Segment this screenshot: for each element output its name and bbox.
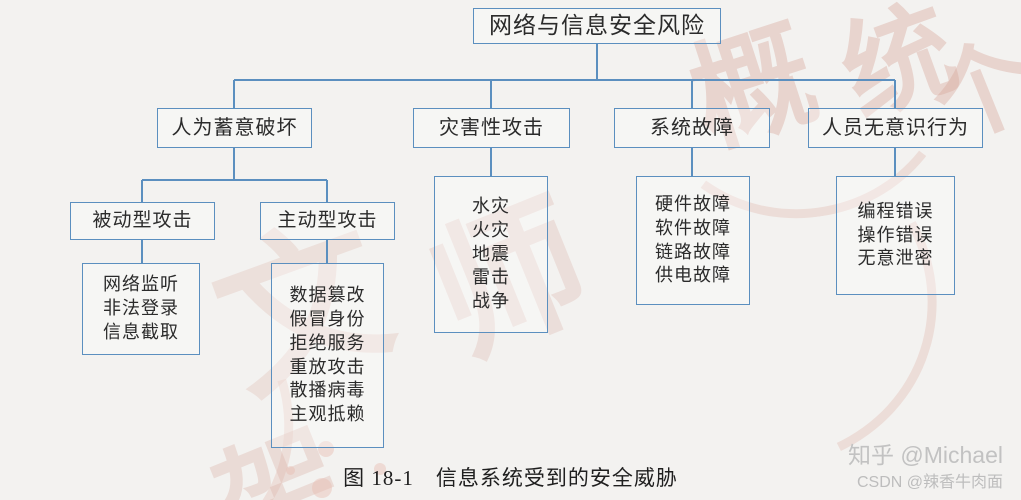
leaf-item: 假冒身份 [289, 308, 366, 329]
leaf-item: 数据篡改 [289, 284, 366, 305]
node-branch-label: 系统故障 [650, 117, 734, 139]
node-branch-label: 灾害性攻击 [439, 117, 544, 139]
node-child-label: 被动型攻击 [92, 209, 193, 231]
leaf-list-system-fault: 硬件故障 软件故障 链路故障 供电故障 [636, 176, 750, 305]
leaf-item: 无意泄密 [857, 248, 934, 269]
node-child-passive-attack: 被动型攻击 [70, 202, 215, 240]
leaf-item: 重放攻击 [289, 356, 366, 377]
leaf-item: 硬件故障 [655, 193, 731, 214]
leaf-item: 火灾 [472, 219, 510, 240]
node-child-label: 主动型攻击 [277, 209, 378, 231]
leaf-item: 散播病毒 [289, 380, 366, 401]
leaf-item: 信息截取 [103, 321, 179, 342]
watermark-zhihu: 知乎 @Michael [848, 442, 1003, 468]
leaf-item: 链路故障 [655, 241, 731, 262]
leaf-item: 雷击 [472, 267, 510, 288]
node-branch-disaster-attack: 灾害性攻击 [413, 108, 570, 148]
leaf-item: 拒绝服务 [289, 332, 366, 353]
node-branch-human-sabotage: 人为蓄意破坏 [157, 108, 312, 148]
node-root-label: 网络与信息安全风险 [489, 13, 705, 39]
node-child-active-attack: 主动型攻击 [260, 202, 395, 240]
figure-number: 图 18-1 [343, 466, 414, 490]
leaf-list-passive-attack: 网络监听 非法登录 信息截取 [82, 263, 200, 355]
node-branch-label: 人员无意识行为 [822, 117, 969, 139]
figure-caption: 图 18-1 信息系统受到的安全威胁 [0, 462, 1021, 492]
node-branch-unintentional-behavior: 人员无意识行为 [808, 108, 983, 148]
leaf-item: 软件故障 [655, 217, 731, 238]
leaf-item: 地震 [472, 243, 510, 264]
figure-title: 信息系统受到的安全威胁 [435, 466, 678, 490]
leaf-item: 网络监听 [103, 274, 179, 295]
leaf-list-unintentional-behavior: 编程错误 操作错误 无意泄密 [836, 176, 955, 295]
node-root: 网络与信息安全风险 [473, 8, 721, 44]
leaf-list-active-attack: 数据篡改 假冒身份 拒绝服务 重放攻击 散播病毒 主观抵赖 [271, 263, 384, 448]
leaf-list-disaster-attack: 水灾 火灾 地震 雷击 战争 [434, 176, 548, 333]
leaf-item: 战争 [472, 291, 510, 312]
leaf-item: 操作错误 [857, 224, 934, 245]
leaf-item: 主观抵赖 [289, 404, 366, 425]
leaf-item: 水灾 [472, 195, 510, 216]
node-branch-system-fault: 系统故障 [614, 108, 770, 148]
watermark-csdn: CSDN @辣香牛肉面 [856, 474, 1003, 491]
node-branch-label: 人为蓄意破坏 [171, 117, 298, 139]
leaf-item: 供电故障 [655, 265, 731, 286]
leaf-item: 非法登录 [103, 298, 179, 319]
leaf-item: 编程错误 [857, 200, 934, 221]
